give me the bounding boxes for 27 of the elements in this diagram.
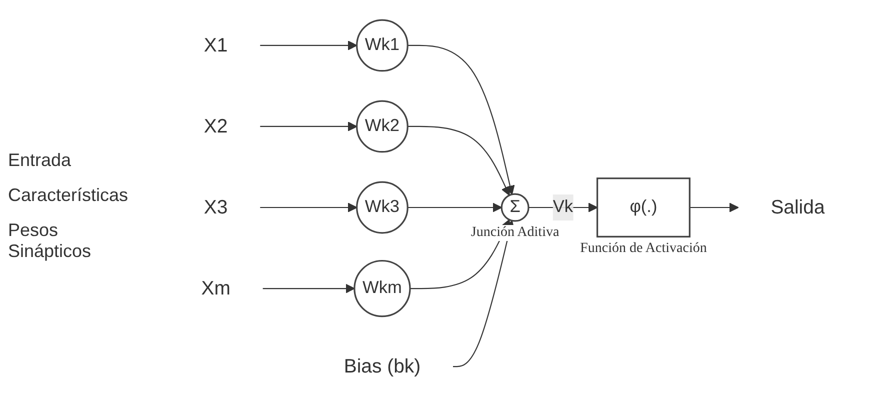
node-box: φ(.): [596, 178, 690, 238]
arrow: [408, 44, 515, 195]
arrow: [260, 122, 358, 132]
arrow: [262, 284, 355, 294]
arrow: [260, 202, 358, 212]
arrow: [408, 126, 510, 196]
node-circle: Wk3: [356, 181, 408, 234]
side-label: Entrada: [8, 150, 72, 171]
arrow: [453, 220, 515, 368]
arrow: [260, 40, 358, 50]
arrow: [690, 202, 739, 212]
node-circle: Wkm: [354, 260, 411, 318]
node-text: Bias (bk): [344, 355, 421, 377]
arrow: [408, 202, 502, 212]
edge-label: Vk: [552, 198, 573, 216]
node-circle: Wk1: [356, 19, 408, 72]
node-text: X3: [204, 196, 228, 218]
node-caption: Junción Aditiva: [470, 224, 560, 241]
node-circle: Σ: [500, 193, 530, 222]
node-text: Salida: [770, 196, 825, 218]
node-circle: Wk2: [356, 100, 408, 153]
side-label: Características: [8, 185, 130, 206]
node-text: X1: [204, 34, 228, 56]
node-text: Xm: [201, 277, 230, 299]
node-text: X2: [204, 115, 228, 137]
arrow: [410, 219, 510, 290]
side-label: Pesos Sinápticos: [8, 220, 92, 262]
